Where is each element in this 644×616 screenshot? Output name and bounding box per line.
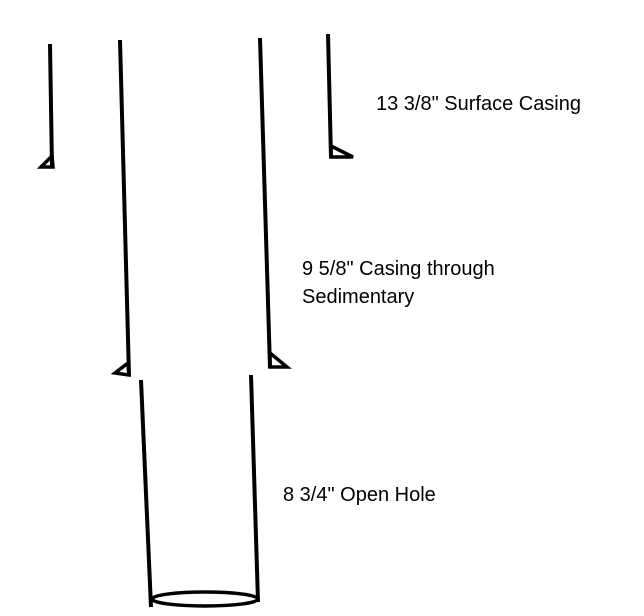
- intermediate-casing-label-line1: 9 5/8" Casing through: [302, 258, 495, 280]
- surface-casing-left-shoe: [36, 152, 55, 169]
- surface-casing-label: 13 3/8" Surface Casing: [376, 93, 581, 115]
- surface-casing-left-wall: [48, 43, 54, 169]
- intermediate-casing-label: 9 5/8" Casing through Sedimentary: [302, 255, 495, 311]
- intermediate-casing-label-line2: Sedimentary: [302, 286, 415, 308]
- surface-casing: [36, 33, 354, 169]
- surface-casing-right-shoe: [329, 143, 354, 159]
- intermediate-casing-right-wall: [258, 37, 272, 369]
- open-hole-right-wall: [249, 374, 260, 603]
- open-hole-bottom: [150, 590, 260, 608]
- intermediate-casing-right-shoe: [268, 349, 292, 369]
- intermediate-casing-left-shoe: [110, 359, 131, 378]
- open-hole: [139, 374, 260, 608]
- intermediate-casing-left-wall: [118, 39, 131, 377]
- open-hole-left-wall: [139, 379, 153, 608]
- intermediate-casing: [110, 37, 292, 378]
- open-hole-label: 8 3/4" Open Hole: [283, 484, 436, 506]
- surface-casing-right-wall: [326, 33, 333, 159]
